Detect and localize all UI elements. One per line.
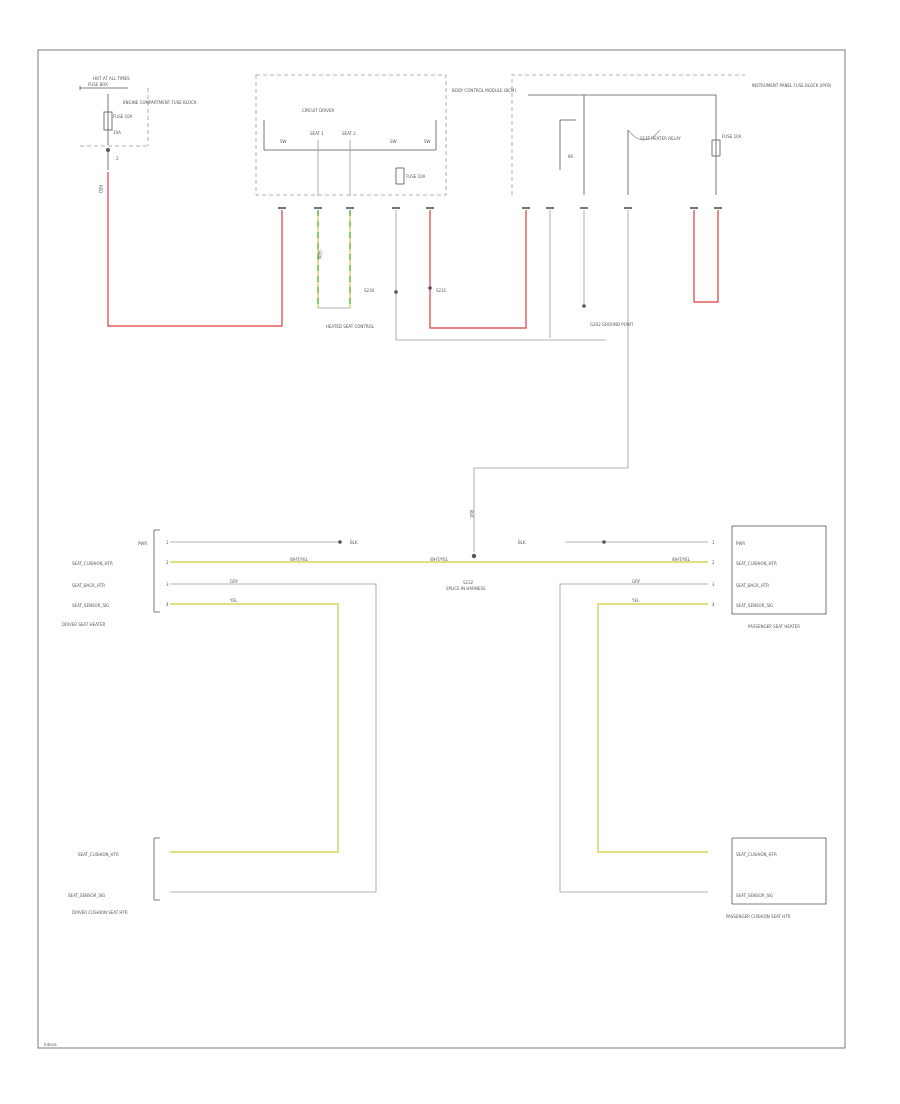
driver-pinnum-1: 1 xyxy=(166,540,169,545)
left-fuse-label: FUSE 10A xyxy=(113,114,133,119)
left-fuse-amp: 10A xyxy=(113,130,121,135)
wire-tag-whtyel-mid: WHT/YEL xyxy=(430,557,449,562)
wire-tag-yel-driver: YEL xyxy=(229,598,238,603)
driver-cushion-pin-1: SEAT_CUSHION_HTR xyxy=(78,852,119,857)
wire-grey-to-splice xyxy=(473,210,629,552)
center-pin-3: SEAT 2 xyxy=(342,131,356,136)
wire-red-center xyxy=(429,210,527,329)
driver-pin-4: SEAT_SENSOR_SIG xyxy=(72,603,109,608)
passenger-seat-module-name: PASSENGER SEAT HEATER xyxy=(748,624,800,629)
wire-tag-gry-pass: GRY xyxy=(632,579,641,584)
center-fuse-symbol xyxy=(395,167,405,185)
wire-tag-yel-pass: YEL xyxy=(631,598,640,603)
center-pin-4: SW xyxy=(390,139,397,144)
passenger-cushion-heater: SEAT_CUSHION_HTR SEAT_SENSOR_SIG PASSENG… xyxy=(726,837,827,919)
center-module-title: CIRCUIT DRIVER xyxy=(302,108,334,113)
passenger-module-box xyxy=(731,525,827,615)
footer-mark: Inteva xyxy=(44,1042,57,1047)
pass-pinnum-2: 2 xyxy=(712,560,715,565)
left-fuse-box: HOT AT ALL TIMES FUSE BOX ENGINE COMPART… xyxy=(79,76,197,170)
right-relay-pin: 86 xyxy=(568,154,574,159)
wire-tag-blk: BLK xyxy=(469,510,474,518)
left-fuse-box-label: FUSE BOX xyxy=(88,82,108,87)
wire-label-blk-left: BLK xyxy=(350,540,358,545)
left-fuse-symbol xyxy=(103,111,113,131)
wire-tag-gry-driver: GRY xyxy=(230,579,239,584)
right-module-desc: INSTRUMENT PANEL FUSE BLOCK (IPFB) xyxy=(752,83,832,88)
right-module: INSTRUMENT PANEL FUSE BLOCK (IPFB) 86 SE… xyxy=(511,74,832,195)
wire-red-left-feed xyxy=(107,172,283,327)
right-relay-coil xyxy=(627,129,661,141)
pass-cushion-pin-1: SEAT_CUSHION_HTR xyxy=(736,852,777,857)
driver-pin-3: SEAT_BACK_HTR xyxy=(72,583,105,588)
pass-pinnum-4: 4 xyxy=(712,602,715,607)
left-fuse-pin: 2 xyxy=(116,156,119,161)
center-module: CIRCUIT DRIVER BODY CONTROL MODULE (BCM)… xyxy=(255,74,516,196)
splice-s232-note: SPLICE IN HARNESS xyxy=(446,586,486,591)
ground-label: G202 GROUND POINT xyxy=(590,322,634,327)
pass-cushion-name: PASSENGER CUSHION SEAT HTR xyxy=(726,914,791,919)
center-pin-2: SEAT 1 xyxy=(310,131,324,136)
right-module-outline xyxy=(511,74,745,195)
center-module-desc: BODY CONTROL MODULE (BCM) xyxy=(452,88,516,93)
driver-pinnum-2: 2 xyxy=(166,560,169,565)
connector-label-c1: HEATED SEAT CONTROL xyxy=(326,324,375,329)
left-fuse-box-desc: ENGINE COMPARTMENT FUSE BLOCK xyxy=(123,100,197,105)
pass-pinnum-1: 1 xyxy=(712,540,715,545)
wire-tag-grn: GRN xyxy=(317,250,322,259)
center-fuse-label: FUSE 10A xyxy=(406,174,426,179)
left-fuse-box-top-label: HOT AT ALL TIMES xyxy=(93,76,130,81)
driver-cushion-pin-2: SEAT_SENSOR_SIG xyxy=(68,893,105,898)
driver-cushion-heater: SEAT_CUSHION_HTR SEAT_SENSOR_SIG DRIVER … xyxy=(68,837,160,915)
pass-cushion-pin-2: SEAT_SENSOR_SIG xyxy=(736,893,773,898)
center-pin-5: SW xyxy=(424,139,431,144)
wire-grey-center xyxy=(395,210,606,341)
center-module-pins: SW SEAT 1 SEAT 2 SW SW xyxy=(280,131,431,144)
right-fuse-label: FUSE 10A xyxy=(722,134,742,139)
diagram-frame xyxy=(37,49,846,1049)
driver-seat-module: PWR SEAT_CUSHION_HTR SEAT_BACK_HTR SEAT_… xyxy=(62,529,169,627)
splice-s232-dot xyxy=(471,553,477,559)
right-fuse-symbol xyxy=(711,139,721,157)
driver-pin-2: SEAT_CUSHION_HTR xyxy=(72,561,113,566)
splice-s232-label: S232 xyxy=(463,580,474,585)
wire-red-right-loop xyxy=(693,210,719,303)
pass-pin-3: SEAT_BACK_HTR xyxy=(736,583,769,588)
driver-seat-module-name: DRIVER SEAT HEATER xyxy=(62,622,105,627)
wire-label-blk-right: BLK xyxy=(518,540,526,545)
wire-gry-driver-sensor xyxy=(170,583,377,893)
splice-s230: S230 xyxy=(364,288,375,293)
wire-gry-pass-sensor xyxy=(559,583,708,893)
splice-s231: S231 xyxy=(436,288,447,293)
wire-yel-pass-cushion xyxy=(597,603,708,853)
center-pin-1: SW xyxy=(280,139,287,144)
driver-cushion-name: DRIVER CUSHION SEAT HTR xyxy=(72,910,128,915)
center-module-outline xyxy=(255,74,447,196)
driver-pinnum-4: 4 xyxy=(166,602,169,607)
pass-pin-4: SEAT_SENSOR_SIG xyxy=(736,603,773,608)
pass-pin-1: PWR xyxy=(736,541,745,546)
pass-pinnum-3: 3 xyxy=(712,582,715,587)
driver-pinnum-3: 3 xyxy=(166,582,169,587)
wire-tag-red-left: RED xyxy=(98,185,103,193)
wire-yel-driver-cushion xyxy=(170,603,339,853)
wire-tag-whtyel-left: WHT/YEL xyxy=(290,557,309,562)
driver-pin-1: PWR xyxy=(138,541,147,546)
wire-tag-whtyel-right: WHT/YEL xyxy=(672,557,691,562)
pass-pin-2: SEAT_CUSHION_HTR xyxy=(736,561,777,566)
right-relay-label: SEAT HEATER RELAY xyxy=(640,136,681,141)
passenger-seat-module: PWR SEAT_CUSHION_HTR SEAT_BACK_HTR SEAT_… xyxy=(712,525,827,629)
